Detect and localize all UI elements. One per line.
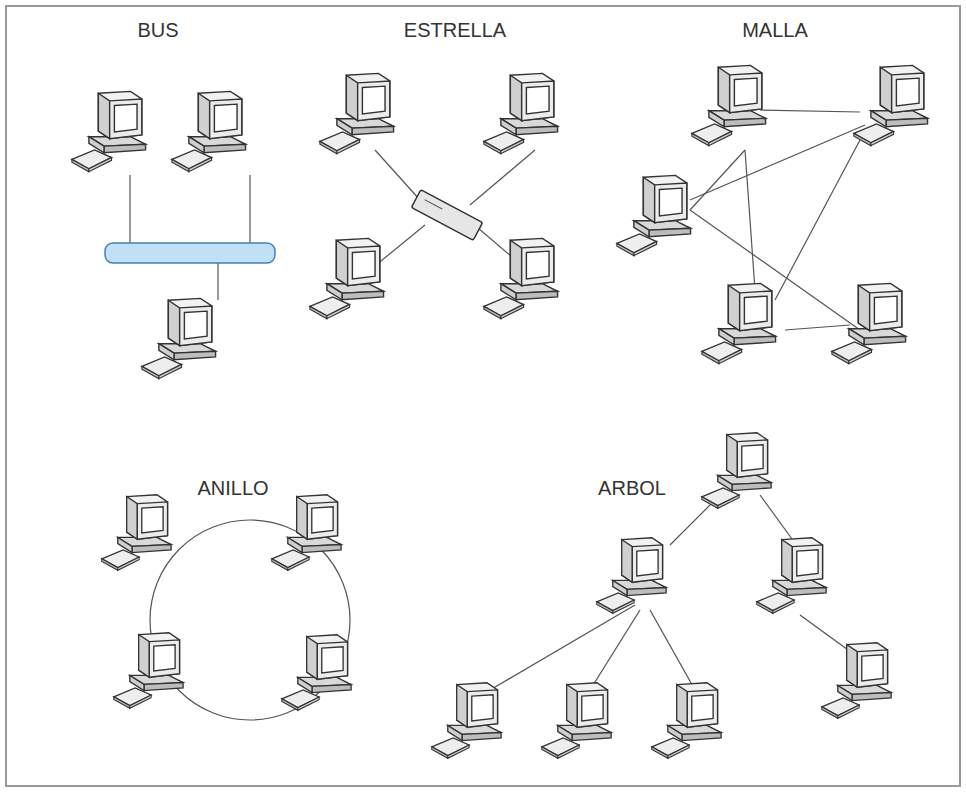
topology-name: MALLA (742, 19, 808, 41)
topology-name: ARBOL (598, 477, 666, 499)
topology-name: ESTRELLA (404, 19, 506, 41)
topology-name: BUS (137, 19, 178, 41)
topology-name: ANILLO (197, 477, 268, 499)
